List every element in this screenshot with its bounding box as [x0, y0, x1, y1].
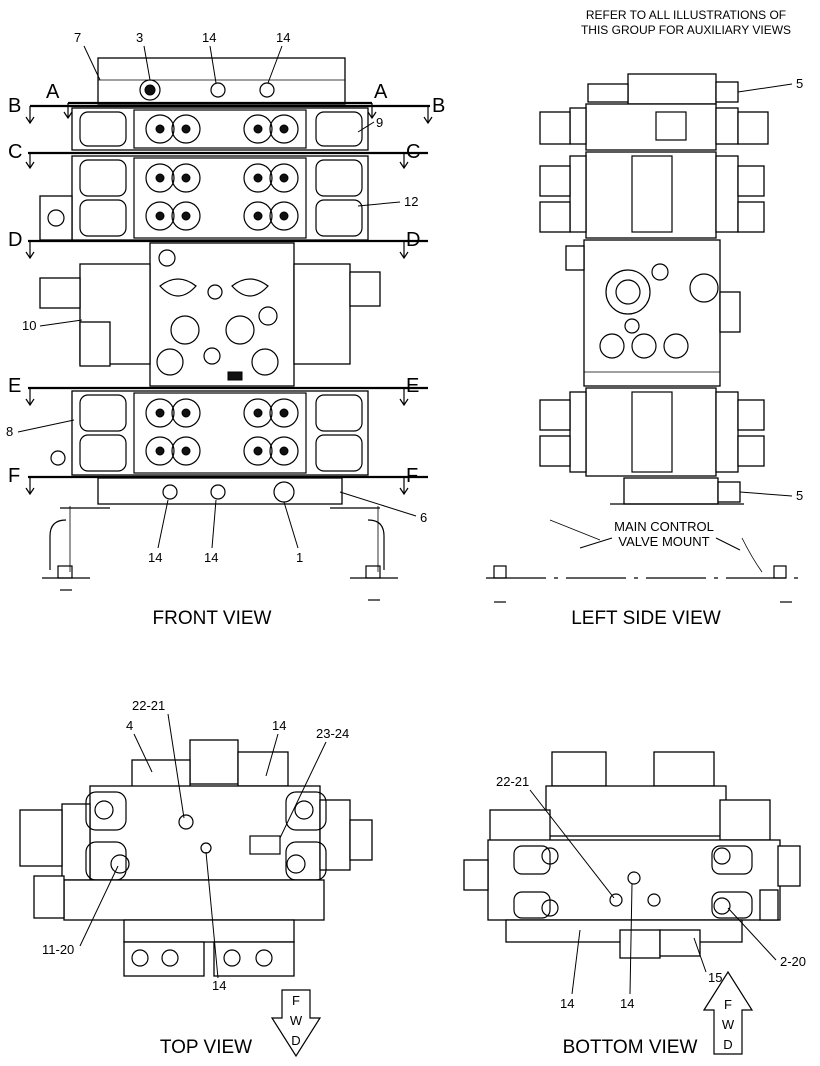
callout-4: 4: [126, 718, 133, 733]
callout-23-24: 23-24: [316, 726, 349, 741]
section-d-right: D: [406, 229, 420, 251]
callout-22-21-bottom: 22-21: [496, 774, 529, 789]
callout-2-20: 2-20: [780, 954, 806, 969]
section-f-left: F: [8, 465, 20, 487]
bottom-callouts: 22-21 14 14 15 2-20: [496, 774, 806, 1011]
section-b-left: B: [8, 95, 21, 117]
left-side-view-title: LEFT SIDE VIEW: [571, 608, 721, 629]
section-d-left: D: [8, 229, 22, 251]
section-f-right: F: [406, 465, 418, 487]
bottom-view-title: BOTTOM VIEW: [563, 1037, 698, 1058]
callout-14-top-a: 14: [272, 718, 286, 733]
callout-14-top-b: 14: [212, 978, 226, 993]
front-callouts: 7 3 14 14 9 12 10 8 6 14 14 1: [6, 30, 427, 565]
fwd-arrow-down-icon: F W D: [270, 989, 322, 1058]
bottom-view-drawing: [463, 751, 801, 959]
front-view-title: FRONT VIEW: [153, 608, 272, 629]
section-c-right: C: [406, 141, 420, 163]
callout-6: 6: [420, 510, 427, 525]
callout-3: 3: [136, 30, 143, 45]
callout-10: 10: [22, 318, 36, 333]
callout-11-20: 11-20: [42, 942, 74, 957]
callout-22-21-top: 22-21: [132, 698, 165, 713]
section-e-right: E: [406, 375, 419, 397]
callout-5-b: 5: [796, 488, 803, 503]
callout-1: 1: [296, 550, 303, 565]
section-e-left: E: [8, 375, 21, 397]
callout-15: 15: [708, 970, 722, 985]
callout-8: 8: [6, 424, 13, 439]
fwd-arrow-up-icon: F W D: [702, 970, 754, 1055]
left-callouts: 5 5: [737, 76, 803, 503]
callout-14-bottom-b: 14: [620, 996, 634, 1011]
top-view-title: TOP VIEW: [160, 1037, 252, 1058]
callout-14-bottom-a: 14: [560, 996, 574, 1011]
fwd-letter-d-bottom: D: [723, 1037, 732, 1052]
section-a-right: A: [374, 81, 388, 103]
fwd-letter-f-top: F: [292, 993, 300, 1008]
section-markers: A A B B C C D D E E F F: [8, 81, 445, 496]
callout-14-b: 14: [276, 30, 290, 45]
callout-7: 7: [74, 30, 81, 45]
callout-14-a: 14: [202, 30, 216, 45]
section-c-left: C: [8, 141, 22, 163]
note-line-2: THIS GROUP FOR AUXILIARY VIEWS: [581, 23, 791, 37]
fwd-letter-w-top: W: [290, 1013, 303, 1028]
front-view-drawing: [28, 57, 430, 601]
note-line-1: REFER TO ALL ILLUSTRATIONS OF: [586, 8, 786, 22]
top-callouts: 22-21 4 14 23-24 11-20 14: [42, 698, 349, 993]
callout-5-a: 5: [796, 76, 803, 91]
mount-label-line-1: MAIN CONTROL: [614, 519, 714, 534]
left-side-view-drawing: [486, 73, 800, 603]
callout-14-d: 14: [204, 550, 218, 565]
section-a-left: A: [46, 81, 60, 103]
callout-9: 9: [376, 115, 383, 130]
callout-12: 12: [404, 194, 418, 209]
fwd-letter-d-top: D: [291, 1033, 300, 1048]
mount-label-line-2: VALVE MOUNT: [618, 534, 709, 549]
top-view-drawing: [19, 739, 373, 977]
fwd-letter-w-bottom: W: [722, 1017, 735, 1032]
fwd-letter-f-bottom: F: [724, 997, 732, 1012]
callout-14-c: 14: [148, 550, 162, 565]
section-b-right: B: [432, 95, 445, 117]
